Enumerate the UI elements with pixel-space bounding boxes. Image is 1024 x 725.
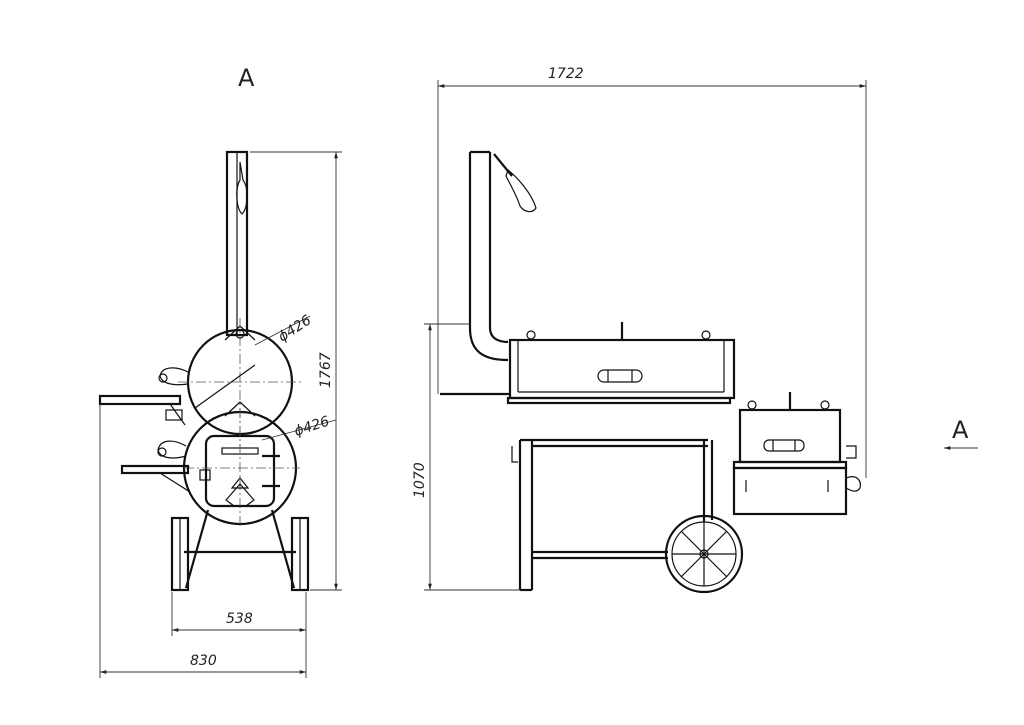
dim-overall-length: 1722 <box>548 66 584 82</box>
front-view: A <box>98 64 342 678</box>
dim-diameter-upper: ϕ426 <box>275 312 314 345</box>
side-wheel <box>664 514 744 594</box>
dim-wheel-track: 538 <box>226 611 253 627</box>
front-firebox <box>157 401 300 528</box>
section-mark-left: A <box>238 64 255 92</box>
front-side-shelf-upper <box>98 394 186 426</box>
front-stand <box>170 509 310 592</box>
side-firebox <box>732 392 861 516</box>
chimney-handle-front <box>236 161 248 215</box>
chamber-handle <box>597 369 643 383</box>
front-chimney <box>225 150 249 337</box>
dim-table-height: 1070 <box>412 462 428 498</box>
section-arrow-right: A <box>944 416 978 450</box>
side-chimney <box>468 150 537 362</box>
side-stand <box>511 438 714 592</box>
side-view: 1722 1070 A <box>412 66 978 594</box>
dim-overall-width: 830 <box>190 653 217 669</box>
dim-overall-height: 1767 <box>318 352 334 388</box>
side-cooking-chamber <box>506 322 736 405</box>
firebox-handle <box>763 439 805 452</box>
section-mark-right: A <box>952 416 969 444</box>
front-side-shelf-lower <box>120 464 191 493</box>
dim-diameter-lower: ϕ426 <box>292 413 331 439</box>
chimney-handle-side <box>493 153 513 177</box>
side-dimensions: 1722 1070 <box>412 66 867 591</box>
